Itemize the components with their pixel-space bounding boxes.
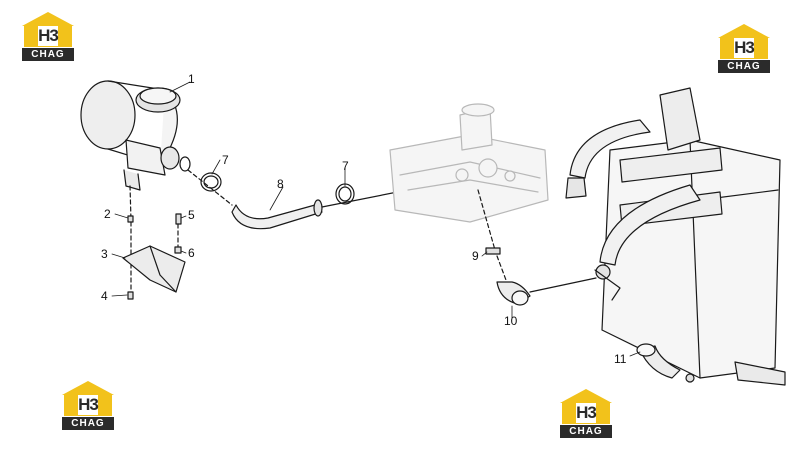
h3-chag-logo: H3 CHAG [60, 381, 116, 433]
engine-block [389, 103, 549, 223]
h3-chag-logo: H3 CHAG [558, 389, 614, 441]
callout-5: 5 [188, 208, 195, 222]
elbow-parts-9-10 [477, 189, 597, 306]
callout-4: 4 [101, 289, 108, 303]
callout-11: 11 [614, 352, 627, 366]
radiator-assembly-part-11 [565, 87, 786, 386]
callout-1: 1 [188, 72, 195, 86]
callout-10: 10 [504, 314, 518, 328]
callout-7b: 7 [342, 159, 349, 173]
callout-8: 8 [277, 177, 284, 191]
callout-2: 2 [104, 207, 111, 221]
bracket-parts-2-6 [122, 213, 186, 300]
callout-6: 6 [188, 246, 195, 260]
leader-lines [111, 81, 641, 357]
h3-chag-logo: H3 CHAG [20, 12, 76, 64]
callout-3: 3 [101, 247, 108, 261]
callout-9: 9 [472, 249, 479, 263]
callout-7a: 7 [222, 153, 229, 167]
h3-chag-logo: H3 CHAG [716, 24, 772, 76]
air-filter-part-1 [80, 80, 191, 221]
